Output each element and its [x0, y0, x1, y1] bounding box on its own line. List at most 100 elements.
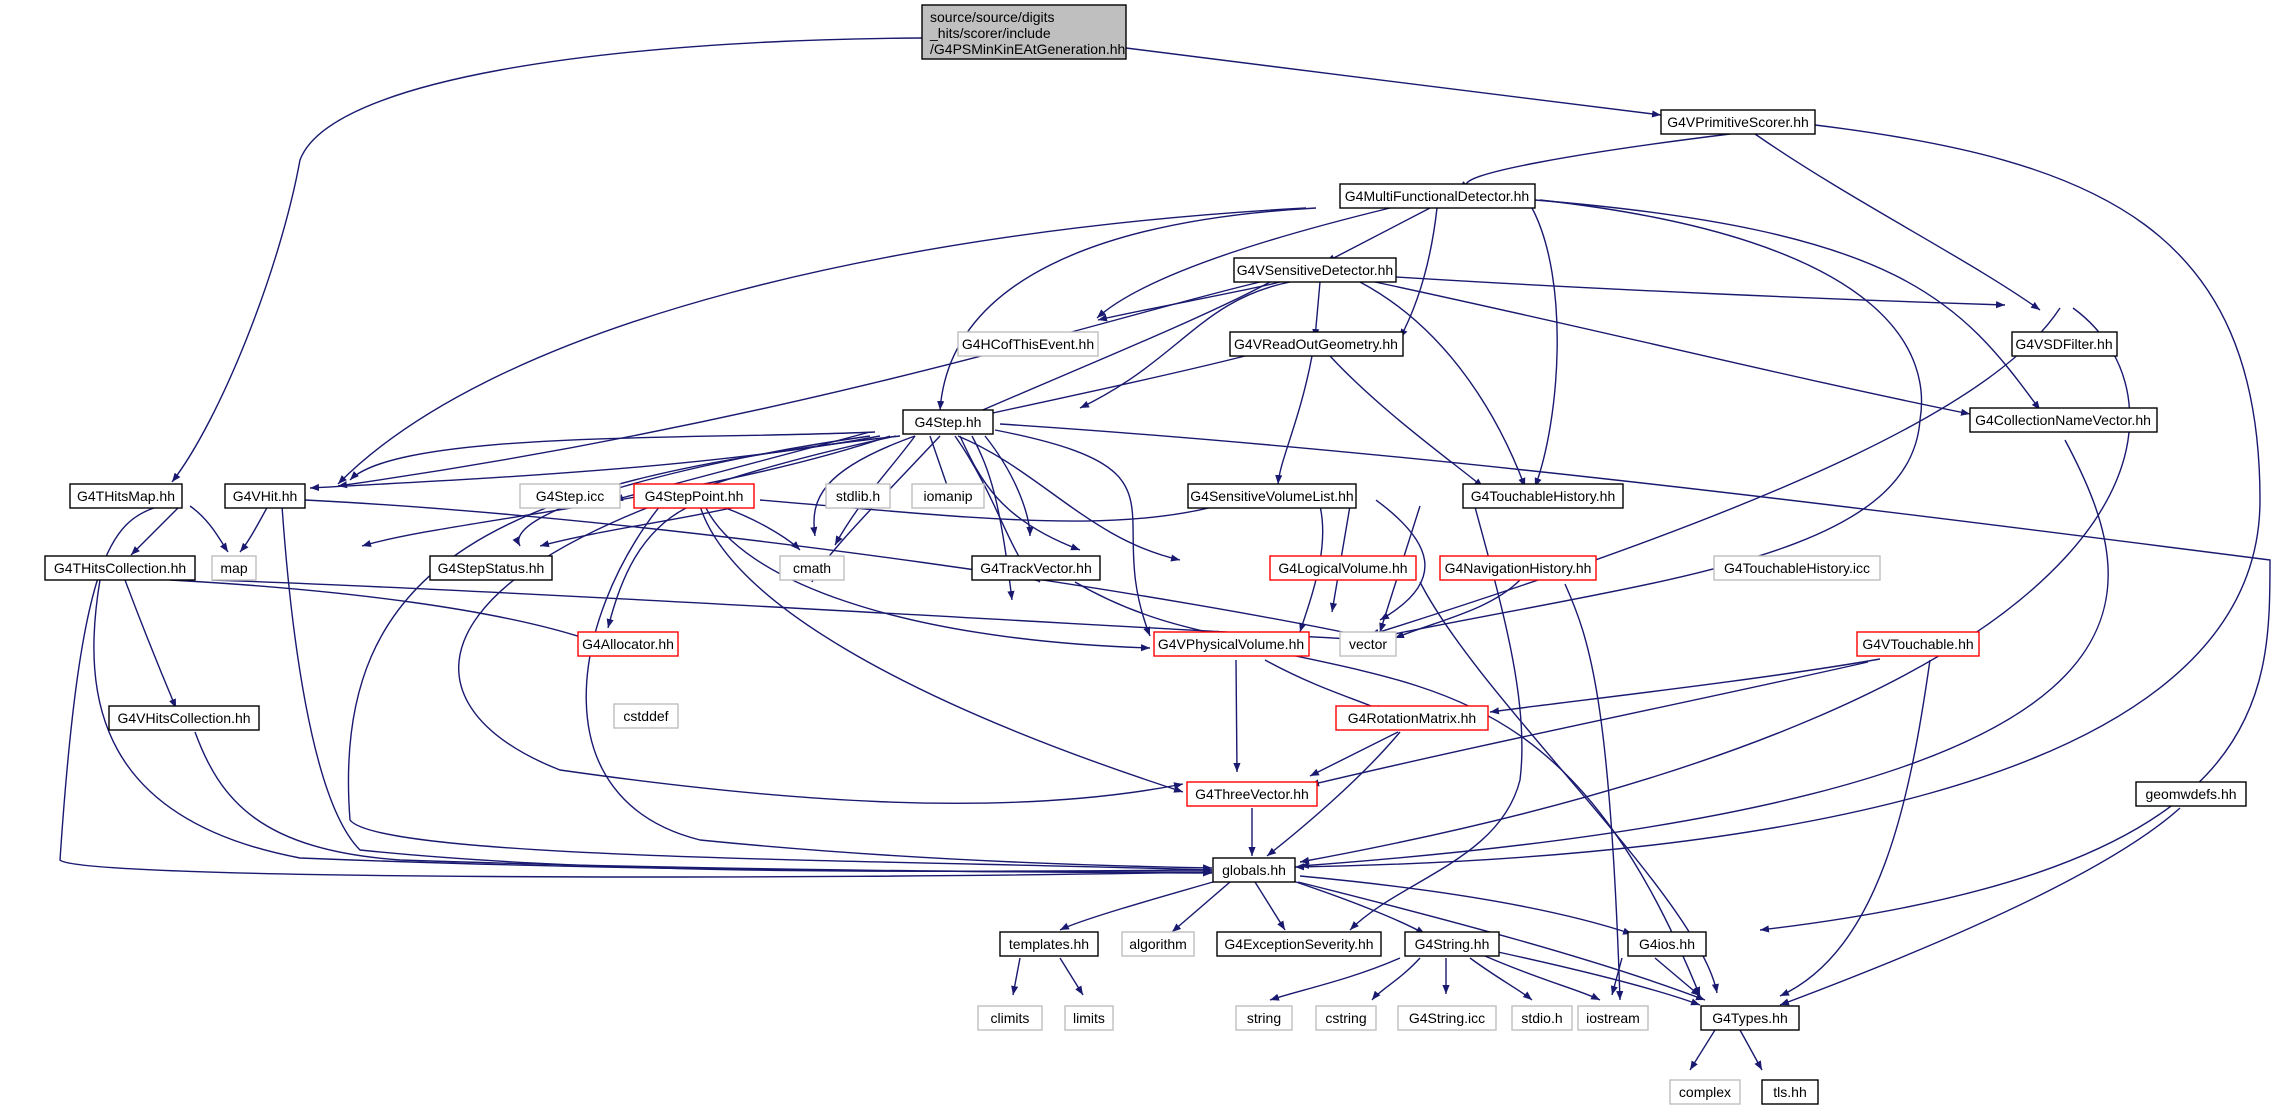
node-label: iostream — [1586, 1010, 1640, 1026]
edge — [1375, 499, 1426, 621]
node-label: stdio.h — [1521, 1010, 1562, 1026]
node-g4touchablehistory[interactable]: G4TouchableHistory.hh — [1462, 483, 1624, 509]
edge — [606, 505, 691, 629]
edge — [1264, 659, 1386, 713]
node-g4thitsmap[interactable]: G4THitsMap.hh — [69, 483, 183, 509]
node-complex[interactable]: complex — [1669, 1079, 1741, 1105]
node-map[interactable]: map — [211, 555, 257, 581]
node-g4allocator[interactable]: G4Allocator.hh — [577, 631, 679, 657]
node-g4touchablehistory-icc[interactable]: G4TouchableHistory.icc — [1713, 555, 1881, 581]
edge — [1689, 1029, 1716, 1071]
node-label: tls.hh — [1773, 1084, 1806, 1100]
edge — [937, 207, 1317, 411]
edge — [959, 435, 1081, 551]
edge — [1754, 133, 2041, 311]
edge — [1379, 275, 2006, 309]
node-label: cmath — [793, 560, 831, 576]
node-g4multifunctionaldetector[interactable]: G4MultiFunctionalDetector.hh — [1339, 183, 1536, 209]
node-stdio-h[interactable]: stdio.h — [1511, 1005, 1573, 1031]
edge — [1233, 659, 1241, 773]
node-g4string-icc[interactable]: G4String.icc — [1397, 1005, 1497, 1031]
node-cstring[interactable]: cstring — [1315, 1005, 1377, 1031]
node-g4thitscollection[interactable]: G4THitsCollection.hh — [44, 555, 196, 581]
node-g4rotationmatrix[interactable]: G4RotationMatrix.hh — [1335, 705, 1489, 731]
node-g4hcofthisevent[interactable]: G4HCofThisEvent.hh — [957, 331, 1099, 357]
node-label: G4ThreeVector.hh — [1195, 786, 1309, 802]
edge — [1399, 207, 1438, 339]
edge — [1497, 951, 1701, 1006]
node-g4vsensitivedetector[interactable]: G4VSensitiveDetector.hh — [1233, 257, 1397, 283]
node-iomanip[interactable]: iomanip — [911, 483, 985, 509]
edge — [1610, 957, 1623, 996]
node-g4vhit[interactable]: G4VHit.hh — [224, 483, 306, 509]
node-vector[interactable]: vector — [1339, 631, 1397, 657]
node-g4sensitivevolumelist[interactable]: G4SensitiveVolumeList.hh — [1187, 483, 1357, 509]
edge — [189, 505, 229, 553]
node-g4vreadoutgeometry[interactable]: G4VReadOutGeometry.hh — [1229, 331, 1404, 357]
node-g4string[interactable]: G4String.hh — [1404, 931, 1500, 957]
node-g4vtouchable[interactable]: G4VTouchable.hh — [1856, 631, 1980, 657]
node-g4step-icc[interactable]: G4Step.icc — [519, 483, 621, 509]
node-g4vsdfilter[interactable]: G4VSDFilter.hh — [2011, 331, 2118, 357]
edge — [1059, 879, 1221, 931]
edge — [1096, 207, 1391, 319]
node-label: G4ios.hh — [1639, 936, 1695, 952]
root-file-line: /G4PSMinKinEAtGeneration.hh — [930, 41, 1125, 57]
edge — [1359, 281, 1526, 488]
node-climits[interactable]: climits — [977, 1005, 1043, 1031]
node-stdlib-h[interactable]: stdlib.h — [825, 483, 891, 509]
node-label: complex — [1679, 1084, 1731, 1100]
node-g4threevector[interactable]: G4ThreeVector.hh — [1186, 781, 1318, 807]
node-g4vhitscollection[interactable]: G4VHitsCollection.hh — [108, 705, 260, 731]
node-label: G4Types.hh — [1712, 1010, 1788, 1026]
node-algorithm[interactable]: algorithm — [1121, 931, 1195, 957]
node-tls[interactable]: tls.hh — [1761, 1079, 1819, 1105]
node-label: climits — [991, 1010, 1030, 1026]
edge — [585, 505, 1213, 872]
edge — [194, 731, 1213, 877]
edge — [1371, 957, 1421, 1001]
edge — [994, 429, 1151, 637]
edge — [304, 499, 1381, 642]
node-g4trackvector[interactable]: G4TrackVector.hh — [971, 555, 1101, 581]
node-g4navigationhistory[interactable]: G4NavigationHistory.hh — [1439, 555, 1597, 581]
node-geomwdefs[interactable]: geomwdefs.hh — [2135, 781, 2247, 807]
node-cstddef[interactable]: cstddef — [613, 703, 679, 729]
edge — [1275, 355, 1313, 485]
node-templates[interactable]: templates.hh — [999, 931, 1099, 957]
edge — [239, 505, 269, 553]
node-limits[interactable]: limits — [1064, 1005, 1114, 1031]
node-label: G4VPhysicalVolume.hh — [1158, 636, 1304, 652]
edge — [337, 281, 1261, 489]
edge — [1489, 658, 1881, 715]
node-root-file[interactable]: source/source/digits _hits/scorer/includ… — [921, 4, 1127, 60]
node-cmath[interactable]: cmath — [779, 555, 845, 581]
node-g4step[interactable]: G4Step.hh — [902, 409, 994, 435]
node-globals[interactable]: globals.hh — [1212, 857, 1296, 883]
node-g4vprimitivescorer[interactable]: G4VPrimitiveScorer.hh — [1660, 109, 1816, 135]
node-label: G4VReadOutGeometry.hh — [1234, 336, 1398, 352]
node-g4steppoint[interactable]: G4StepPoint.hh — [633, 483, 755, 509]
node-string[interactable]: string — [1235, 1005, 1293, 1031]
node-g4logicalvolume[interactable]: G4LogicalVolume.hh — [1269, 555, 1417, 581]
edge — [1312, 281, 1321, 339]
node-g4vphysicalvolume[interactable]: G4VPhysicalVolume.hh — [1153, 631, 1310, 657]
node-iostream[interactable]: iostream — [1577, 1005, 1649, 1031]
node-label: algorithm — [1129, 936, 1187, 952]
edge — [1309, 731, 1399, 777]
node-label: G4RotationMatrix.hh — [1348, 710, 1476, 726]
node-g4stepstatus[interactable]: G4StepStatus.hh — [429, 555, 553, 581]
edge — [1469, 957, 1533, 1001]
node-label: G4TouchableHistory.icc — [1724, 560, 1870, 576]
node-label: string — [1247, 1010, 1281, 1026]
node-g4exceptionseverity[interactable]: G4ExceptionSeverity.hh — [1216, 931, 1382, 957]
node-g4ios[interactable]: G4ios.hh — [1627, 931, 1707, 957]
node-g4types[interactable]: G4Types.hh — [1700, 1005, 1800, 1031]
edge — [1289, 879, 1426, 935]
edge — [1299, 875, 1633, 935]
node-label: stdlib.h — [836, 488, 880, 504]
node-g4collectionnamevector[interactable]: G4CollectionNameVector.hh — [1969, 407, 2158, 433]
edge — [974, 355, 1246, 419]
root-file-line: source/source/digits — [930, 9, 1055, 25]
